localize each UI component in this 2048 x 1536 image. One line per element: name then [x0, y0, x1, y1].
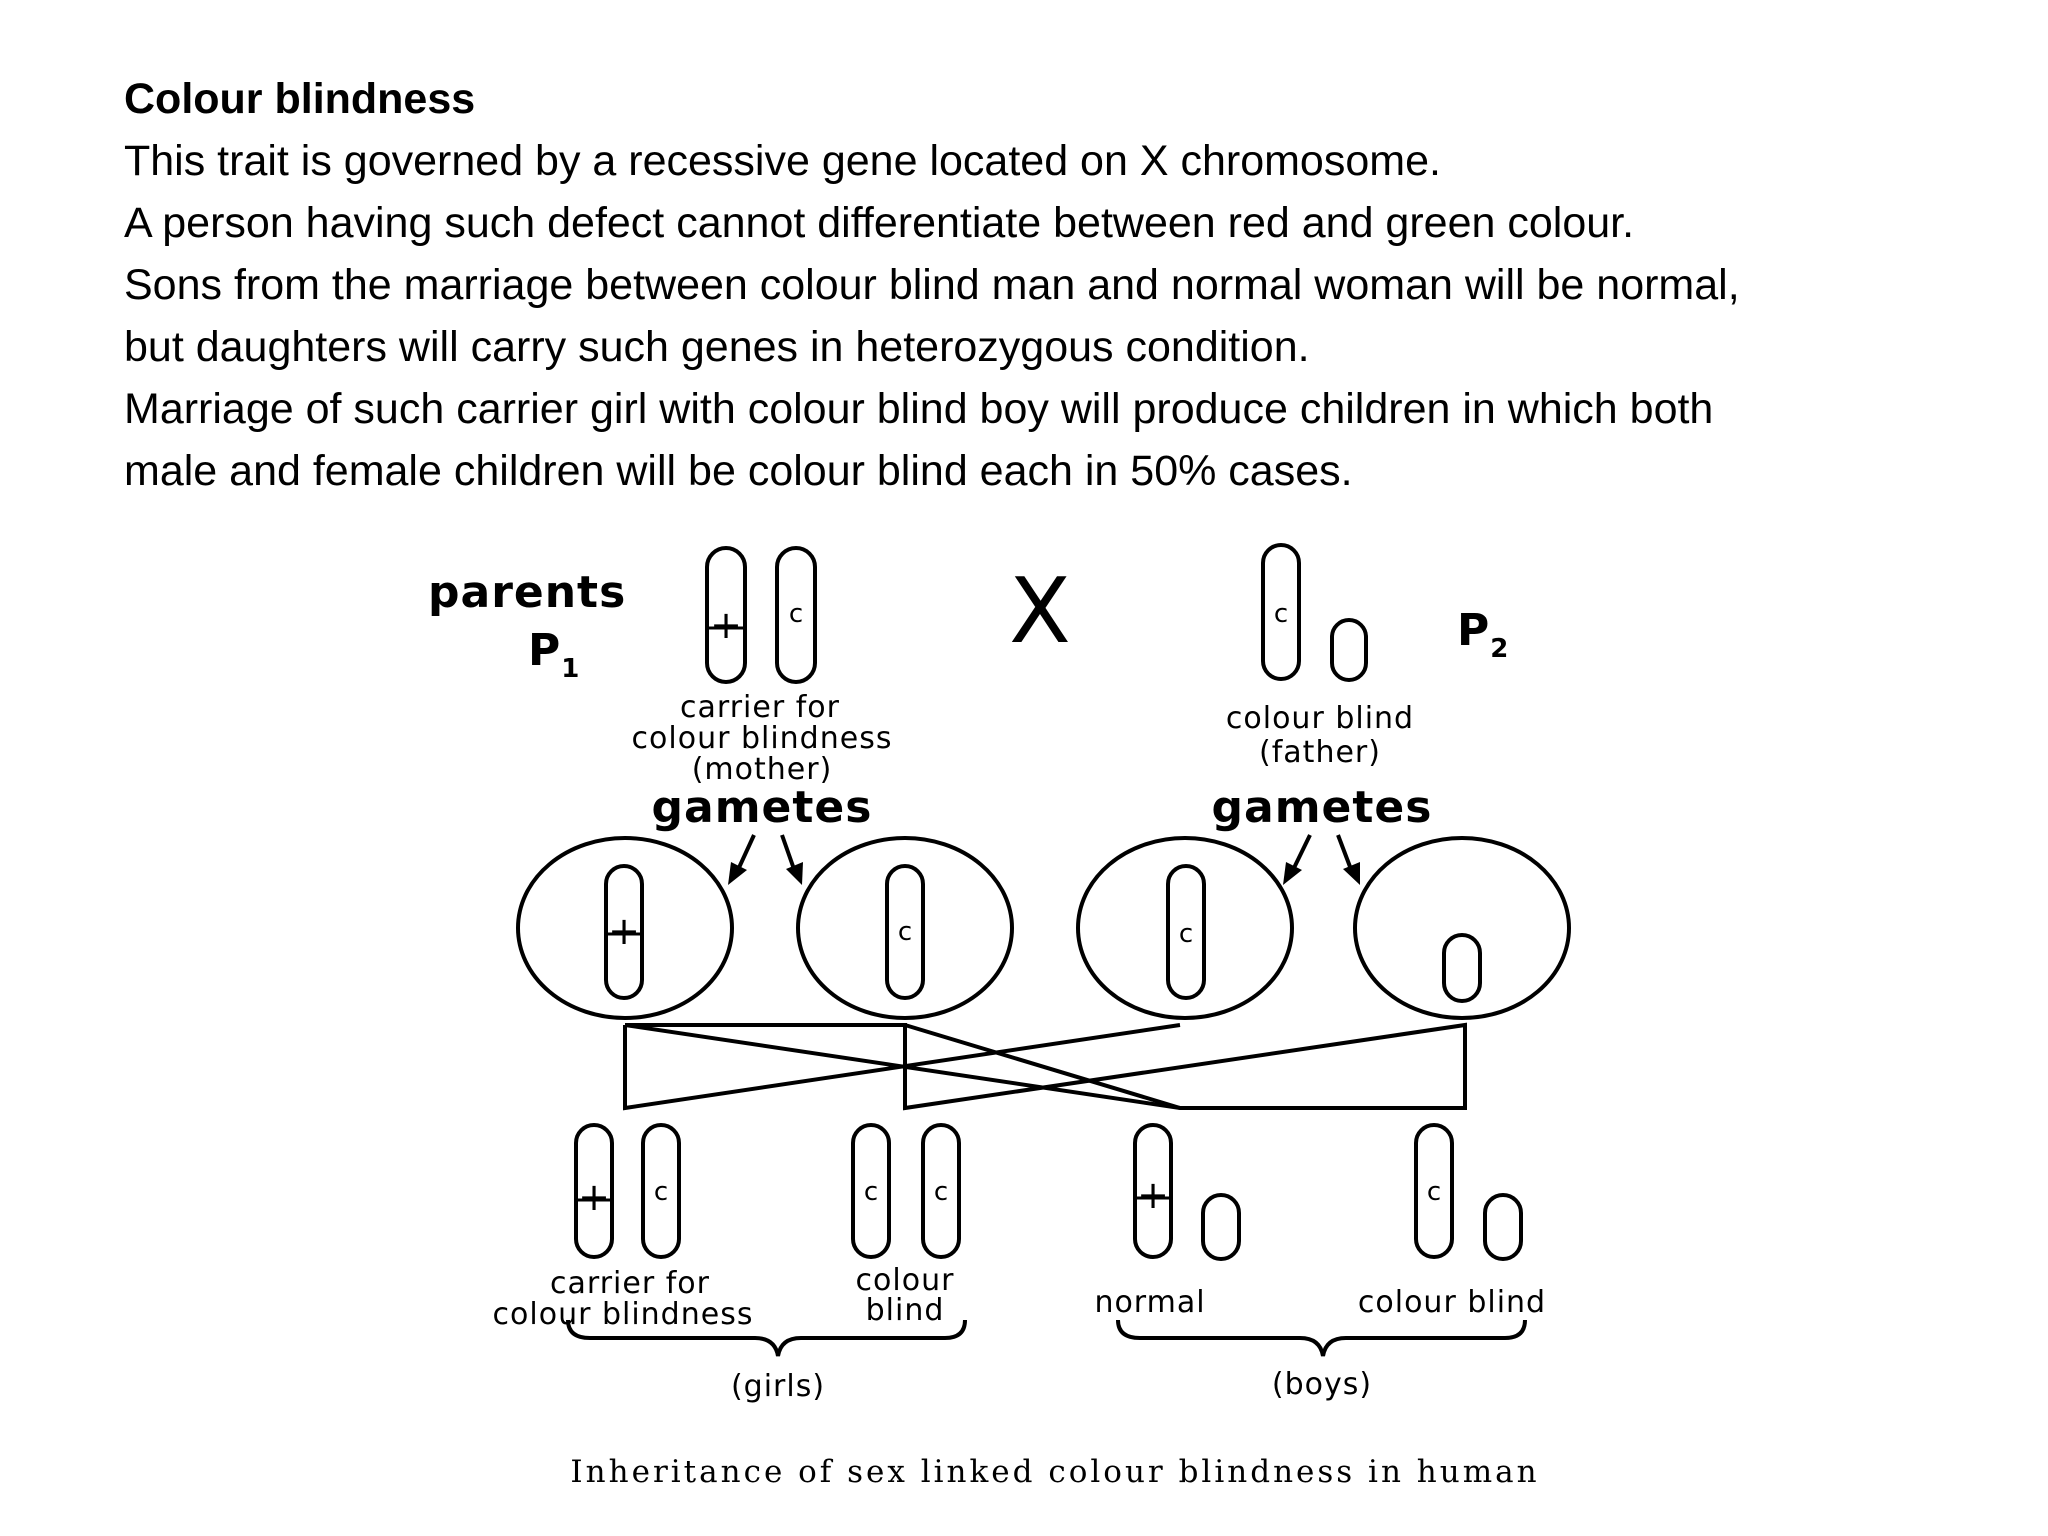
body-line: but daughters will carry such genes in h… — [124, 323, 1310, 371]
offspring-label: normal — [1094, 1285, 1205, 1320]
x-chromosome — [574, 1123, 614, 1259]
allele-plus: + — [608, 909, 640, 953]
allele-c: c — [789, 599, 803, 629]
allele-c: c — [1179, 919, 1193, 949]
body-line: A person having such defect cannot diffe… — [124, 199, 1635, 247]
x-chromosome — [1414, 1123, 1454, 1259]
gametes-label: gametes — [652, 782, 873, 833]
allele-c: c — [898, 917, 912, 947]
text-block: Colour blindness This trait is governed … — [124, 68, 1974, 502]
offspring-label: blind — [866, 1293, 945, 1328]
arrow-head — [786, 862, 803, 885]
arrow-head — [1343, 862, 1360, 885]
father-label: colour blind — [1226, 701, 1414, 736]
allele-plus: + — [710, 603, 742, 647]
mother-chromosomes: + c — [705, 546, 817, 684]
gamete-egg — [516, 836, 734, 1020]
crossing-lines — [623, 1022, 1467, 1111]
allele-c: c — [1274, 599, 1288, 629]
mother-label: (mother) — [692, 752, 833, 787]
x-chromosome — [705, 546, 747, 684]
body-line: male and female children will be colour … — [124, 447, 1353, 495]
arrow-head — [1283, 862, 1302, 885]
offspring-label: colour blind — [1358, 1285, 1546, 1320]
mother-label: colour blindness — [632, 721, 893, 756]
x-chromosome — [1133, 1123, 1173, 1259]
offspring-label: colour — [856, 1263, 955, 1298]
x-chromosome — [1261, 543, 1301, 681]
gamete-sperm — [1076, 836, 1294, 1020]
girls-label: (girls) — [731, 1369, 825, 1404]
body-line: Marriage of such carrier girl with colou… — [124, 385, 1714, 433]
diagram-caption: Inheritance of sex linked colour blindne… — [570, 1454, 1539, 1490]
y-chromosome — [1483, 1193, 1523, 1261]
y-chromosome — [1330, 618, 1368, 682]
p2-label: P2 — [1457, 605, 1509, 664]
body-line: This trait is governed by a recessive ge… — [124, 137, 1441, 185]
x-chromosome — [641, 1123, 681, 1259]
allele-c: c — [864, 1177, 878, 1207]
x-chromosome — [851, 1123, 891, 1259]
offspring-label: colour blindness — [493, 1297, 754, 1332]
x-chromosome — [604, 864, 644, 1000]
boys-label: (boys) — [1272, 1367, 1372, 1402]
y-chromosome — [1201, 1193, 1241, 1261]
arrow-head — [728, 862, 747, 885]
arrow — [1336, 834, 1354, 873]
arrow — [1290, 834, 1312, 873]
father-label: (father) — [1259, 735, 1381, 770]
parents-label: parents — [428, 567, 626, 618]
allele-c: c — [1427, 1177, 1441, 1207]
offspring-label: carrier for — [550, 1266, 710, 1301]
allele-plus: + — [578, 1175, 610, 1219]
father-chromosomes: c — [1261, 543, 1368, 682]
gamete-sperm — [1353, 836, 1571, 1020]
gamete-arrows — [728, 834, 1360, 885]
mother-label: carrier for — [680, 690, 840, 725]
cross-symbol: X — [1009, 559, 1071, 664]
gamete-egg — [796, 836, 1014, 1020]
gametes: + c c — [516, 836, 1571, 1020]
x-chromosome — [885, 864, 925, 1000]
arrow — [780, 834, 797, 873]
x-chromosome — [1166, 864, 1206, 1000]
p1-label: P1 — [528, 625, 580, 684]
girls-brace — [566, 1319, 967, 1357]
y-chromosome — [1442, 933, 1482, 1003]
offspring-chromosomes: + c c c + c — [574, 1123, 1523, 1261]
x-chromosome — [921, 1123, 961, 1259]
body-line: Sons from the marriage between colour bl… — [124, 261, 1740, 309]
allele-c: c — [934, 1177, 948, 1207]
allele-c: c — [654, 1177, 668, 1207]
arrow — [735, 834, 756, 873]
gametes-label: gametes — [1212, 782, 1433, 833]
slide-title: Colour blindness — [124, 75, 476, 123]
cross-line — [904, 1023, 1181, 1110]
boys-brace — [1116, 1319, 1527, 1357]
x-chromosome — [775, 546, 817, 684]
allele-plus: + — [1137, 1173, 1169, 1217]
